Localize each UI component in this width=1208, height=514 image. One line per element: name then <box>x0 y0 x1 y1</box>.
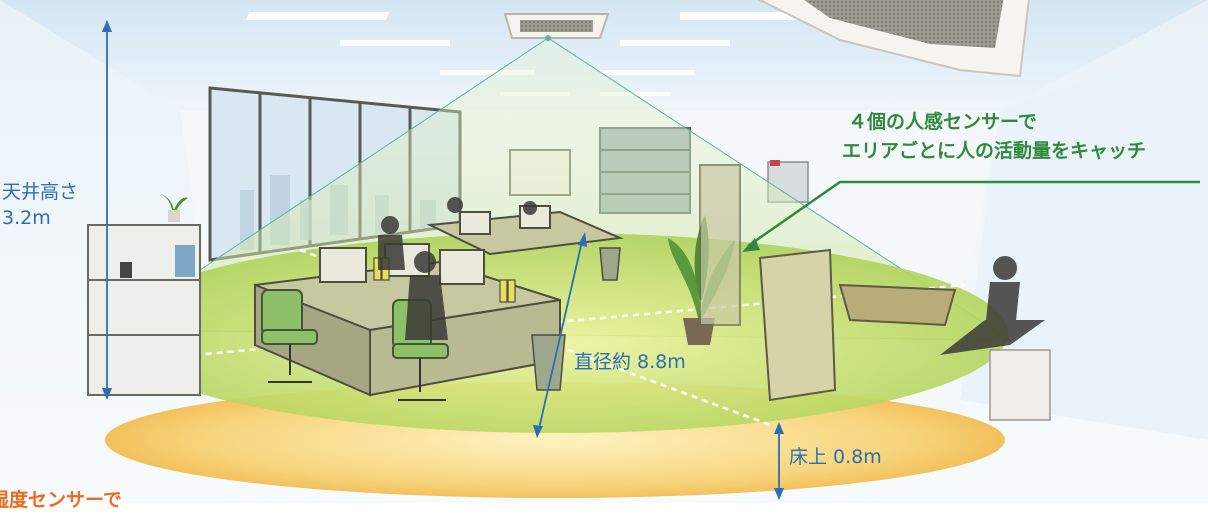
sensor-callout-leader <box>742 180 1200 252</box>
diameter-arrow <box>533 232 587 438</box>
sensor-callout-line2: エリアごとに人の活動量をキャッチ <box>842 139 1147 162</box>
left-bookshelf <box>87 224 201 396</box>
ceiling-height-value: 3.2m <box>2 206 51 229</box>
ceiling-height-label: 天井高さ 3.2m <box>2 180 78 231</box>
ceiling-height-title: 天井高さ <box>2 181 79 203</box>
floor-height-arrow <box>774 422 784 500</box>
sensor-callout-label: ４個の人感センサーで エリアごとに人の活動量をキャッチ <box>842 108 1146 165</box>
person-silhouette-icon <box>378 197 1045 355</box>
lounge-furniture <box>699 164 1051 421</box>
air-conditioner-closeup-icon <box>757 0 1030 78</box>
office-scene-illustration <box>0 0 1208 503</box>
floor-height-label: 床上 0.8m <box>789 446 882 468</box>
humidity-sensor-caption: 湿度センサーで <box>0 489 122 511</box>
sensor-callout-line1: ４個の人感センサーで <box>848 111 1037 133</box>
diameter-label: 直径約 8.8m <box>574 351 686 373</box>
ceiling-height-arrow <box>102 20 112 400</box>
ceiling-air-conditioner-icon <box>503 13 610 41</box>
